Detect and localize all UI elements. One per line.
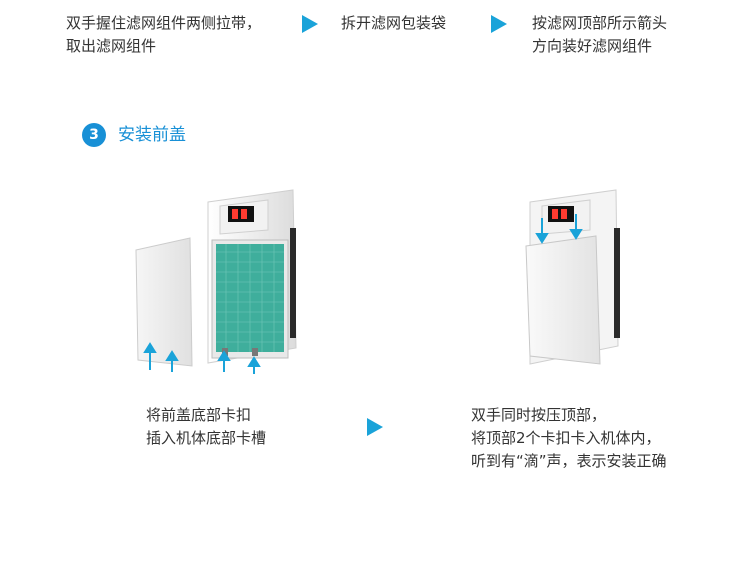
left-caption-line-2: 插入机体底部卡槽	[146, 429, 267, 447]
top-step-1-line-2: 取出滤网组件	[66, 37, 157, 55]
right-caption-line-2: 将顶部2个卡扣卡入机体内，	[471, 429, 661, 447]
section-title: 安装前盖	[118, 125, 186, 145]
step-number-badge: 3	[82, 123, 106, 147]
front-cover	[525, 235, 601, 365]
right-caption: 双手同时按压顶部， 将顶部2个卡扣卡入机体内， 听到有“滴”声，表示安装正确	[471, 404, 667, 473]
step-arrow-icon	[302, 15, 318, 33]
purifier-open-illustration	[135, 189, 297, 374]
left-caption: 将前盖底部卡扣 插入机体底部卡槽	[146, 404, 266, 450]
front-cover	[135, 237, 193, 367]
step-arrow-icon	[491, 15, 507, 33]
top-step-1-text: 双手握住滤网组件两侧拉带， 取出滤网组件	[66, 12, 261, 58]
step-arrow-icon	[367, 418, 383, 436]
top-step-3-line-2: 方向装好滤网组件	[532, 37, 653, 55]
top-step-3-text: 按滤网顶部所示箭头 方向装好滤网组件	[532, 12, 667, 58]
purifier-closed-illustration	[525, 189, 620, 365]
right-caption-line-3: 听到有“滴”声，表示安装正确	[471, 452, 667, 470]
top-step-2-text: 拆开滤网包装袋	[341, 12, 446, 35]
bottom-slot	[252, 348, 258, 356]
top-step-3-line-1: 按滤网顶部所示箭头	[532, 14, 668, 32]
left-caption-line-1: 将前盖底部卡扣	[146, 406, 252, 424]
side-vent	[290, 228, 296, 338]
top-step-1-line-1: 双手握住滤网组件两侧拉带，	[66, 14, 262, 32]
top-step-2-line-1: 拆开滤网包装袋	[341, 14, 447, 32]
side-vent	[614, 228, 620, 338]
up-arrow-icon	[143, 342, 261, 374]
down-arrow-icon	[535, 214, 583, 244]
right-caption-line-1: 双手同时按压顶部，	[471, 406, 607, 424]
